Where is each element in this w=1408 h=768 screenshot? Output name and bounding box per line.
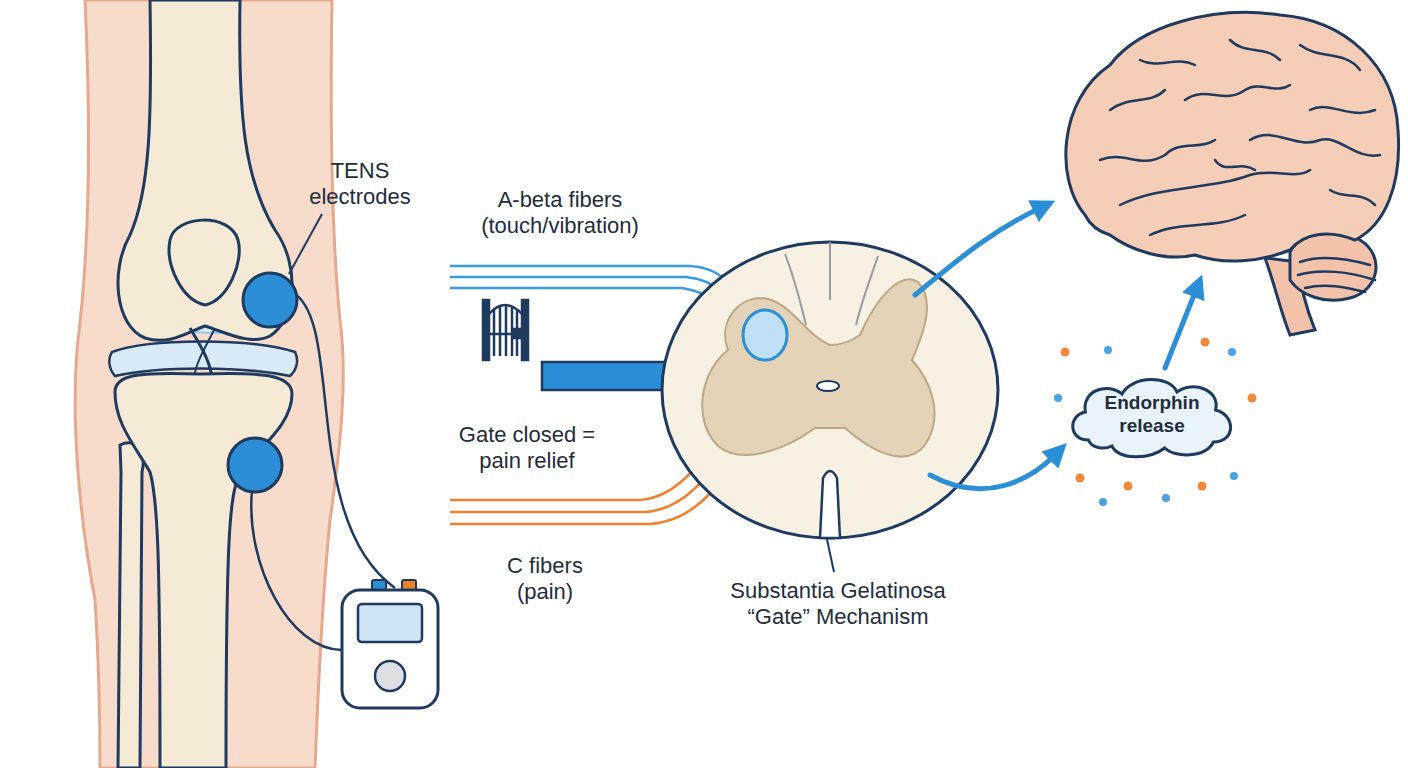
tens-electrode [228, 438, 282, 492]
endorphin-dot [1099, 498, 1107, 506]
gate-icon [499, 306, 502, 356]
patella-bone [169, 220, 239, 305]
patella-bone [169, 220, 239, 305]
spinal-cord [743, 310, 787, 360]
brain [1185, 85, 1290, 100]
electrode-label: TENS electrodes [295, 158, 425, 211]
node-text: Endorphin release [1097, 392, 1207, 438]
leg-skin [75, 0, 343, 768]
spinal-cord [785, 254, 806, 325]
endorphin-dot [1124, 482, 1133, 491]
tens-device [342, 580, 438, 708]
tens-electrode [243, 273, 297, 327]
brain [1330, 190, 1375, 205]
endorphin-dot [1104, 346, 1112, 354]
tens-electrode [228, 273, 297, 492]
gate-icon [522, 300, 528, 360]
brain [1310, 107, 1375, 113]
brain [1110, 90, 1165, 110]
flow-arrow [915, 208, 1040, 295]
endorphin-dot [1054, 338, 1257, 507]
spinal-cord [820, 471, 840, 538]
brain [1100, 140, 1215, 161]
endorphin-cloud: Endorphin release [1063, 370, 1241, 460]
gate-label: Gate closed = pain relief [445, 422, 610, 475]
brain [1100, 40, 1380, 292]
electrode-wire [292, 292, 395, 588]
brain [1140, 60, 1195, 65]
brain [1298, 271, 1375, 280]
brain [1230, 40, 1280, 60]
gate-icon [505, 305, 508, 356]
flow-arrow [930, 455, 1055, 489]
spinal-cord [662, 242, 998, 538]
endorphin-dot [1054, 394, 1062, 402]
fiber-label: C fibers (pain) [485, 553, 605, 606]
cloud-shape [1073, 379, 1231, 456]
cruciate-ligament [190, 328, 212, 378]
structure-label: Substantia Gelatinosa “Gate” Mechanism [698, 578, 978, 631]
brain [1300, 45, 1360, 70]
fiber-label: A-beta fibers (touch/vibration) [440, 187, 680, 240]
endorphin-dot [1076, 474, 1085, 483]
flow-arrow [1165, 290, 1196, 368]
brain [1066, 12, 1399, 335]
tens-device [358, 604, 422, 642]
brain [1290, 233, 1376, 300]
gate-icon [483, 300, 528, 360]
leg-skin [75, 0, 343, 768]
gate-icon [513, 329, 520, 338]
spinal-cord [702, 279, 934, 456]
gate-icon [483, 300, 489, 360]
knee-cartilage [109, 342, 297, 377]
tibia-bone [115, 373, 292, 768]
fibula-bone [118, 443, 143, 768]
leader-line [289, 214, 322, 274]
spinal-cord [856, 256, 878, 325]
brain [1066, 12, 1399, 261]
spinal-cord [829, 242, 831, 300]
brain [1150, 215, 1245, 235]
endorphin-dot [1198, 482, 1207, 491]
tens-device [342, 590, 438, 708]
brain [1250, 135, 1380, 156]
brain [1215, 160, 1255, 170]
endorphin-dot [1230, 472, 1238, 480]
brain [1305, 286, 1365, 292]
spinal-cord [662, 242, 998, 538]
endorphin-dot [1162, 494, 1170, 502]
brain [1300, 258, 1370, 265]
cruciate-ligament [190, 328, 214, 378]
tens-device [375, 661, 405, 691]
endorphin-dot [1248, 394, 1257, 403]
cruciate-ligament [194, 330, 214, 378]
endorphin-dot [1201, 338, 1210, 347]
endorphin-dot [1061, 348, 1070, 357]
spinal-cord [817, 381, 839, 391]
brain [1120, 170, 1310, 205]
endorphin-dot [1228, 348, 1236, 356]
electrode-wire [251, 490, 342, 650]
fibula-bone [118, 443, 143, 768]
tibia-bone [115, 373, 292, 768]
